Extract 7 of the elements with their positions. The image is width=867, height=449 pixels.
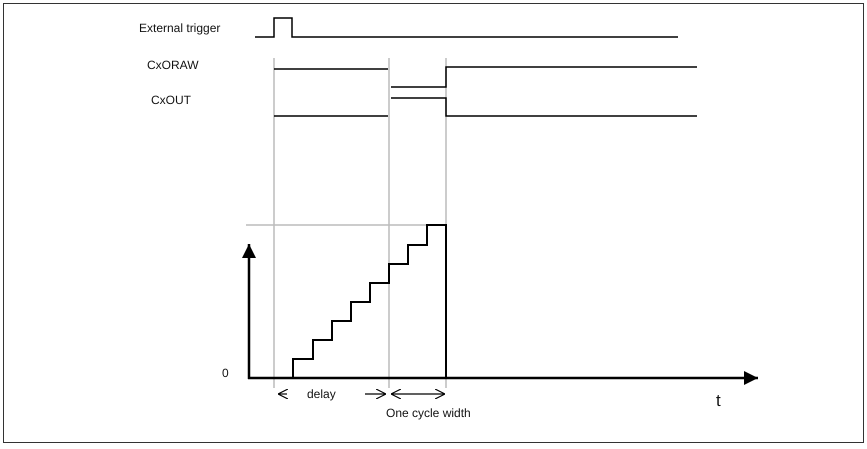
dimension-label: One cycle width: [386, 406, 471, 420]
signal-name: External trigger: [139, 21, 220, 35]
axis-label: t: [716, 391, 721, 410]
signal-name: CxORAW: [147, 58, 199, 72]
axis-value: 0: [222, 366, 229, 380]
signal-name: CxOUT: [151, 93, 191, 107]
dimension-label: delay: [307, 387, 336, 401]
